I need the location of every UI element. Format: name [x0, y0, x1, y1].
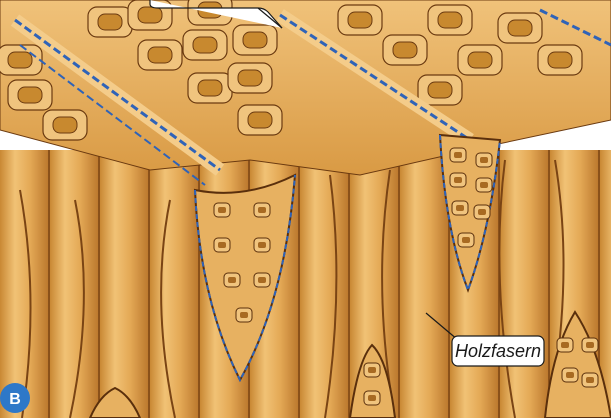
panel-badge: B	[0, 383, 30, 413]
holzfasern-label: Holzfasern	[455, 341, 541, 361]
panel-badge-label: B	[9, 391, 21, 408]
front-fiber-face	[0, 150, 611, 418]
